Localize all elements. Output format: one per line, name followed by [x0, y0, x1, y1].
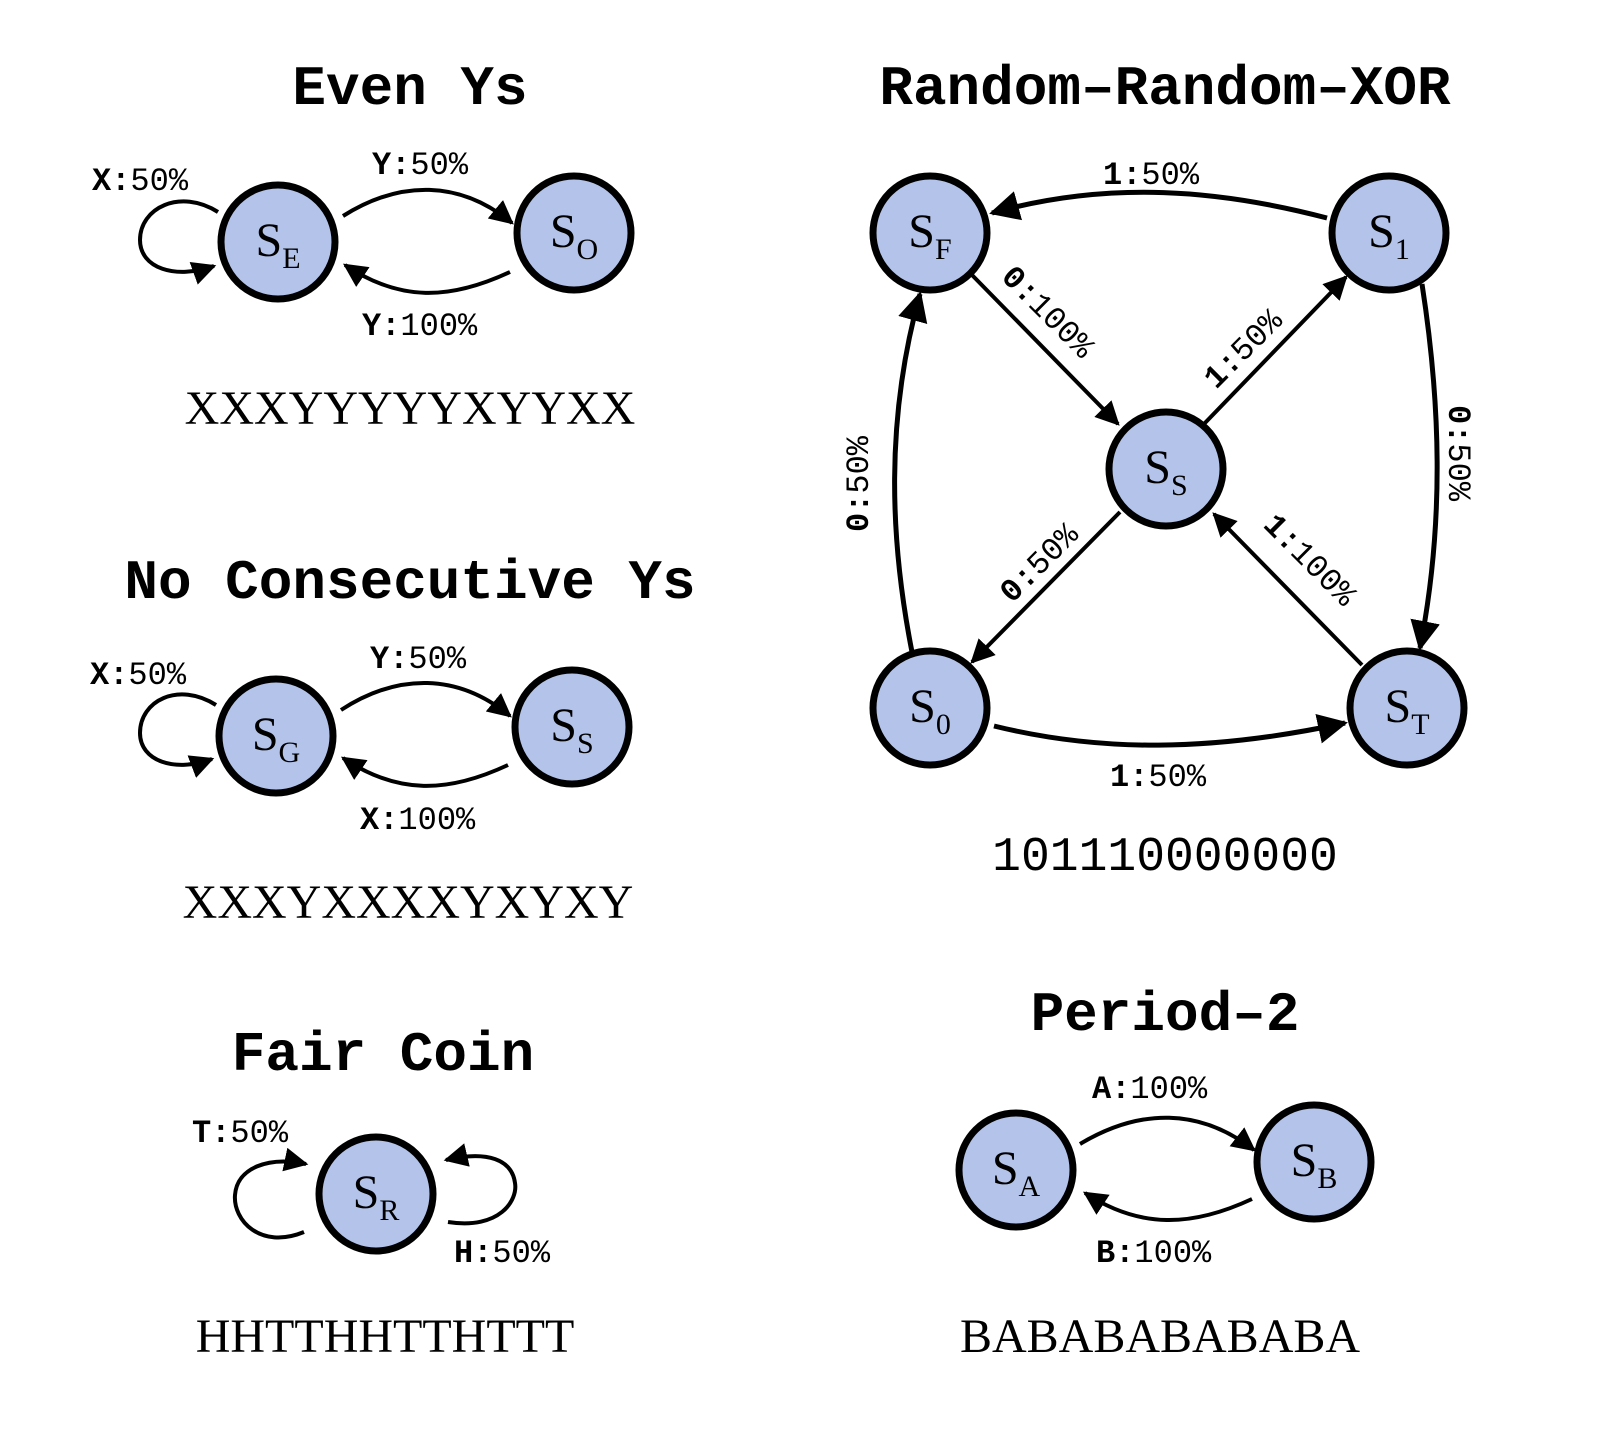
- sequence-even-ys: XXXYYYYYXYYXX: [185, 382, 636, 435]
- state-1-label: S1: [1368, 205, 1410, 266]
- state-g-circle: [215, 675, 337, 797]
- state-s-rrx-label: SS: [1144, 441, 1187, 502]
- label-fc-t50: T:50%: [192, 1115, 289, 1152]
- label-even-y50: Y:50%: [372, 147, 469, 184]
- sequence-random-random-xor: 101110000000: [992, 831, 1338, 885]
- random-random-xor-panel: Random–Random–XOR SF S1 SS S0 ST 1:50% 0…: [841, 57, 1476, 885]
- no-consecutive-ys-title: No Consecutive Ys: [124, 551, 695, 615]
- even-ys-title: Even Ys: [292, 57, 527, 121]
- state-t-label: ST: [1384, 680, 1429, 741]
- label-rrx-t-to-s: 1:100%: [1255, 507, 1363, 615]
- edge-nc-g-to-s: [339, 681, 512, 718]
- state-1-circle: [1328, 172, 1450, 294]
- label-nc-x100: X:100%: [360, 802, 476, 839]
- edge-nc-s-to-g: [341, 756, 509, 788]
- edge-rrx-s-to-1: [1201, 275, 1348, 427]
- even-ys-panel: Even Ys SE SO X:50% Y:50% Y:100% XXXYYYY…: [92, 57, 635, 435]
- state-s-nc-circle: [511, 666, 633, 788]
- state-a-label: SA: [992, 1142, 1041, 1203]
- edge-rrx-1-to-t: [1410, 283, 1440, 651]
- period-2-title: Period–2: [1031, 983, 1300, 1047]
- state-f-circle: [869, 172, 991, 294]
- edge-rrx-0-to-t: [993, 714, 1348, 748]
- edge-p2-b-to-a: [1082, 1191, 1253, 1222]
- state-e-label: SE: [255, 214, 300, 275]
- label-nc-x50: X:50%: [90, 657, 187, 694]
- state-t-circle: [1346, 647, 1468, 769]
- fair-coin-title: Fair Coin: [232, 1023, 534, 1087]
- state-a-circle: [955, 1109, 1077, 1231]
- state-b-circle: [1253, 1101, 1375, 1223]
- label-p2-b100: B:100%: [1096, 1235, 1212, 1272]
- label-rrx-top: 1:50%: [1103, 157, 1200, 194]
- no-consecutive-ys-panel: No Consecutive Ys SG SS X:50% Y:50% X:10…: [90, 551, 696, 929]
- edge-rrx-f-to-s: [970, 273, 1120, 426]
- state-s-rrx-circle: [1105, 408, 1227, 530]
- state-b-label: SB: [1291, 1134, 1338, 1195]
- edge-p2-a-to-b: [1078, 1115, 1256, 1152]
- label-rrx-s-to-0: 0:50%: [993, 516, 1088, 611]
- state-o-label: SO: [550, 205, 598, 266]
- period-2-panel: Period–2 SA SB A:100% B:100% BABABABABAB…: [955, 983, 1375, 1363]
- state-o-circle: [513, 172, 635, 294]
- label-p2-a100: A:100%: [1092, 1071, 1208, 1108]
- edge-rrx-t-to-s: [1212, 512, 1364, 667]
- edge-fc-self-t: [232, 1147, 309, 1240]
- state-0-label: S0: [909, 680, 951, 741]
- sequence-no-consecutive-ys: XXXYXXXXYXYXY: [183, 876, 634, 929]
- label-rrx-1-to-t: 0:50%: [1439, 405, 1476, 502]
- label-even-x50: X:50%: [92, 163, 189, 200]
- label-fc-h50: H:50%: [454, 1235, 551, 1272]
- label-even-y100: Y:100%: [362, 308, 478, 345]
- edge-rrx-s-to-0: [970, 510, 1122, 664]
- state-e-circle: [217, 181, 339, 303]
- sequence-period-2: BABABABABABA: [960, 1310, 1360, 1363]
- state-r-label: SR: [353, 1166, 400, 1227]
- fair-coin-panel: Fair Coin SR T:50% H:50% HHTTHHTTHTTT: [192, 1023, 574, 1363]
- random-random-xor-title: Random–Random–XOR: [879, 57, 1451, 121]
- edge-even-o-to-e: [343, 263, 511, 295]
- state-f-label: SF: [908, 205, 951, 266]
- label-nc-y50: Y:50%: [370, 641, 467, 678]
- state-0-circle: [869, 647, 991, 769]
- edge-nc-self-x: [137, 692, 218, 778]
- state-g-label: SG: [252, 708, 300, 769]
- edge-rrx-0-to-f: [892, 291, 928, 653]
- state-r-circle: [315, 1133, 437, 1255]
- edge-even-self-x: [137, 199, 220, 285]
- sequence-fair-coin: HHTTHHTTHTTT: [196, 1310, 575, 1363]
- edge-fc-self-h: [443, 1143, 518, 1226]
- label-rrx-0-to-f: 0:50%: [841, 435, 878, 532]
- edge-rrx-1-to-f: [989, 189, 1328, 221]
- edge-even-e-to-o: [341, 187, 514, 225]
- label-rrx-bottom: 1:50%: [1110, 759, 1207, 796]
- state-s-nc-label: SS: [550, 699, 593, 760]
